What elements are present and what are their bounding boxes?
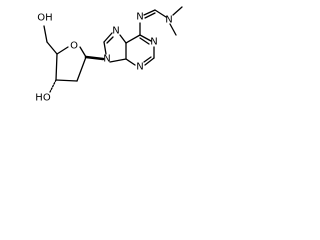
bond-c6-n1-double [139,37,150,45]
bond-ch-n-dimethyl [154,9,167,18]
atom-labels: OH O HO N N N N N N [35,12,172,104]
chemical-structure: OH O HO N N N N N N [35,6,183,104]
bond-n-imine-ch [143,9,156,16]
atom-label-n3: N [136,62,143,73]
bond-c2-c3 [55,79,78,82]
bond-c4-o [56,46,69,55]
bond-c3-c4 [55,53,58,81]
bond-c4-c5 [46,41,58,55]
bond-c2-n3 [144,57,155,66]
atom-label-n-dimethyl: N [165,15,172,26]
bond-c1-n9 [84,55,105,61]
bond-c1-c2 [76,56,87,82]
bond-n-methyl-a [172,6,183,16]
bond-c5-c6 [125,34,141,44]
sugar-ring [43,25,105,93]
atom-label-ring-oxygen: O [70,41,78,52]
bond-o-c1 [79,46,87,58]
bond-c8-n7-double [106,36,114,44]
atom-label-n7: N [112,26,119,37]
bond-n3-c4 [125,58,136,66]
bond-c5-oh [43,25,48,43]
atom-label-n-imine: N [136,12,143,23]
atom-label-n1: N [150,37,157,48]
bond-c2-n3-double [143,56,152,63]
bond-c4-n9 [109,58,127,63]
bond-c8-n7 [103,32,113,43]
atom-label-ho-bottom: HO [35,93,51,104]
atom-label-oh-top: OH [37,13,52,24]
bond-n9-c8 [103,41,107,55]
bond-c6-n1 [139,34,152,42]
atom-label-n9: N [103,54,110,65]
bond-n-methyl-b [169,23,177,36]
bond-c3-oh-hash [49,79,57,93]
bond-n-imine-ch-double [144,12,156,19]
bond-n7-c5 [119,34,127,44]
purine-base [103,6,183,66]
